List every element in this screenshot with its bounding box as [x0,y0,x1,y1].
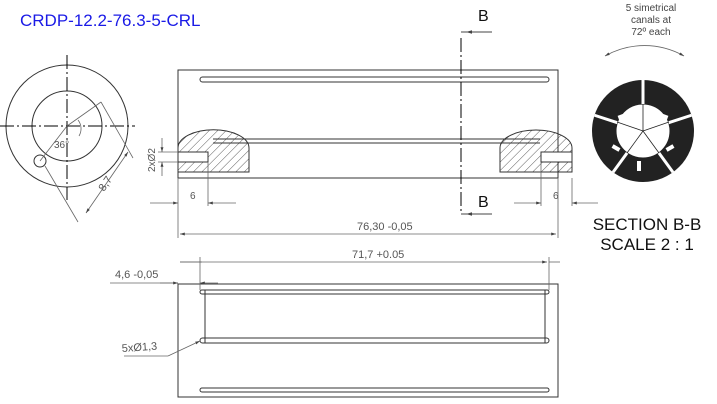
left-pocket-slot [177,151,209,163]
end-view [0,55,135,223]
holes-leader [124,340,201,357]
section-center-star [616,104,670,154]
section-label: SECTION B-B SCALE 2 : 1 [582,215,712,255]
side-view [177,38,573,212]
radius-leader-1 [100,101,134,159]
groove-dimension [158,138,178,176]
section-note-line-1: 5 simetrical [625,3,677,14]
section-view [592,45,694,182]
section-title: SECTION B-B [592,215,702,234]
radius-leader-2 [44,165,79,223]
section-letter-bottom: B [478,194,489,211]
bottom-channel-bottom [199,387,550,393]
angle-arc [77,119,82,137]
bottom-channel-middle [199,337,550,344]
section-note: 5 simetrical canals at 72º each [612,3,690,39]
side-top-channel [199,76,550,83]
angle-leg-1 [66,101,102,127]
right-pocket-slot [540,151,573,163]
offset-label: 4,6 -0,05 [115,269,158,281]
inner-length-dimension [180,257,560,290]
section-markers [461,30,492,216]
section-canals [594,80,692,174]
inner-length-label: 71,7 +0.05 [352,249,404,261]
angle-leg-2 [39,125,68,162]
bottom-view-outline [177,283,559,398]
total-length-dimension [177,178,559,238]
section-canal-slots [611,112,675,171]
pocket-dimensions [150,162,598,206]
bottom-channel-top [199,289,550,295]
section-note-line-3: 72º each [631,27,671,38]
radius-dim-line [85,151,129,214]
section-angle-arc [604,45,685,57]
end-view-hole [33,154,47,168]
section-letter-top: B [478,8,489,25]
total-length-label: 76,30 -0,05 [357,221,413,233]
part-number-title: CRDP-12.2-76.3-5-CRL [20,11,201,30]
pocket-left-label: 6 [190,191,196,202]
section-note-line-2: canals at [630,15,672,26]
left-hatched-pocket [177,129,250,173]
angle-label: 36° [54,140,69,151]
groove-label: 2xØ2 [147,148,158,172]
side-view-outline [177,69,559,179]
section-scale: SCALE 2 : 1 [600,235,694,254]
bottom-view [177,283,559,398]
holes-label: 5xØ1,3 [121,341,157,355]
pocket-right-label: 6 [553,191,559,202]
right-hatched-pocket [499,129,573,173]
